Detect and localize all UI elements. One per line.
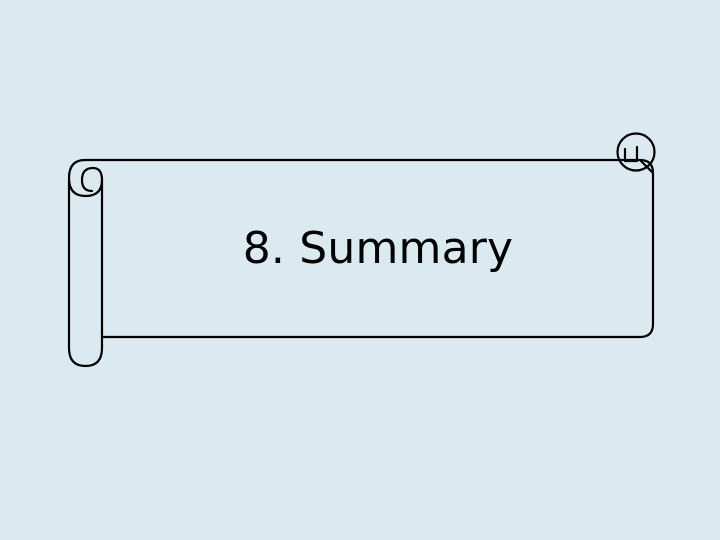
left-inner-spiral: [80, 166, 104, 193]
right-inner-notch: [623, 145, 639, 163]
left-roll-body: [67, 178, 104, 368]
left-roll-fill: [69, 182, 102, 366]
left-outer-curl: [67, 158, 104, 198]
page-title: 8. Summary: [242, 222, 514, 274]
banner-body-fill: [86, 160, 653, 337]
right-outer-curl: [616, 132, 656, 172]
right-curl-connector: [638, 158, 655, 175]
banner-outline: [83, 158, 655, 339]
